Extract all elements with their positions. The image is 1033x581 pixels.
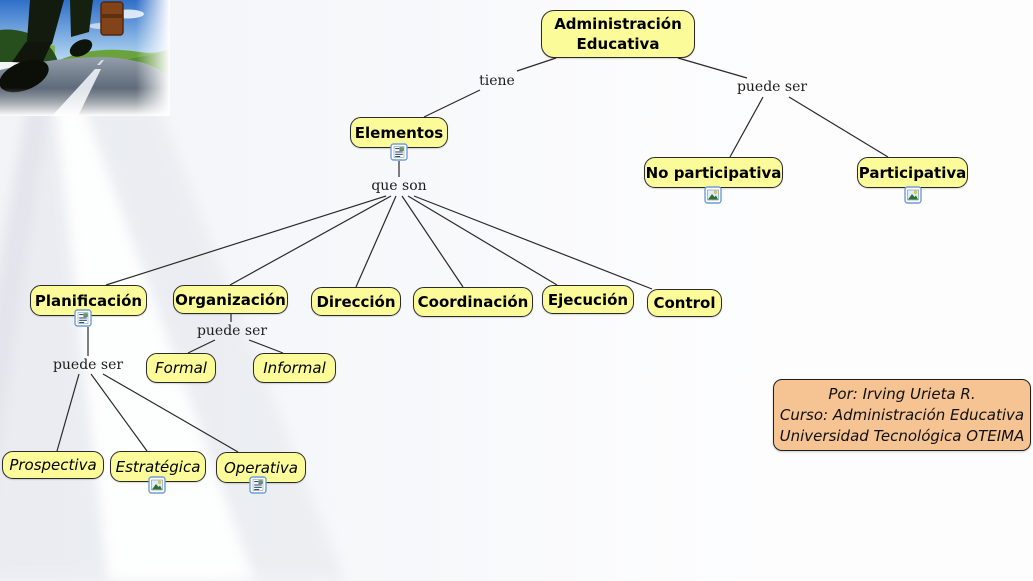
image-attachment-icon[interactable] <box>704 186 722 204</box>
connector-line <box>516 57 557 72</box>
concept-node-administracion-educativa[interactable]: Administración Educativa <box>541 10 695 58</box>
connector-line <box>56 373 80 452</box>
connector-line <box>413 195 653 290</box>
connector-line <box>229 195 392 286</box>
connector-line <box>401 195 464 288</box>
concept-node-participativa[interactable]: Participativa <box>857 157 968 188</box>
linking-phrase-puede-ser-tipo[interactable]: puede ser <box>736 79 808 95</box>
concept-node-prospectiva[interactable]: Prospectiva <box>2 451 104 479</box>
document-attachment-icon[interactable] <box>74 309 92 327</box>
credit-course: Curso: Administración Educativa <box>779 405 1025 424</box>
author-credit-box[interactable]: Por: Irving Urieta R. Curso: Administrac… <box>773 379 1031 451</box>
concept-node-operativa[interactable]: Operativa <box>216 452 306 483</box>
concept-node-coordinacion[interactable]: Coordinación <box>413 287 533 317</box>
concept-node-no-participativa[interactable]: No participativa <box>644 157 783 188</box>
connector-line <box>187 339 216 354</box>
image-attachment-icon[interactable] <box>148 476 166 494</box>
connector-line <box>407 195 558 286</box>
connector-line <box>729 96 764 158</box>
concept-node-ejecucion[interactable]: Ejecución <box>542 285 634 314</box>
document-attachment-icon[interactable] <box>249 476 267 494</box>
walking-road-photo <box>0 0 170 116</box>
connector-line <box>423 89 481 118</box>
linking-phrase-puede-ser-organizacion[interactable]: puede ser <box>196 323 268 339</box>
concept-node-informal[interactable]: Informal <box>253 353 336 383</box>
connector-line <box>677 57 748 79</box>
linking-phrase-puede-ser-planificacion[interactable]: puede ser <box>52 357 124 373</box>
linking-phrase-tiene[interactable]: tiene <box>479 73 515 89</box>
concept-node-control[interactable]: Control <box>647 289 722 317</box>
concept-node-formal[interactable]: Formal <box>146 353 216 383</box>
linking-phrase-que-son[interactable]: que son <box>371 178 427 194</box>
walking-person-legs <box>0 0 124 93</box>
briefcase <box>100 1 124 36</box>
document-attachment-icon[interactable] <box>390 143 408 161</box>
concept-node-direccion[interactable]: Dirección <box>311 287 401 316</box>
concept-node-elementos[interactable]: Elementos <box>350 117 448 148</box>
connector-line <box>248 339 284 354</box>
image-attachment-icon[interactable] <box>904 186 922 204</box>
credit-university: Universidad Tecnológica OTEIMA <box>779 426 1025 445</box>
concept-node-organizacion[interactable]: Organización <box>173 285 288 314</box>
connector-line <box>102 373 239 453</box>
connector-line <box>355 195 397 288</box>
credit-author: Por: Irving Urieta R. <box>828 384 976 403</box>
connector-line <box>90 373 148 452</box>
connector-line <box>788 96 889 158</box>
connector-line <box>105 195 387 286</box>
